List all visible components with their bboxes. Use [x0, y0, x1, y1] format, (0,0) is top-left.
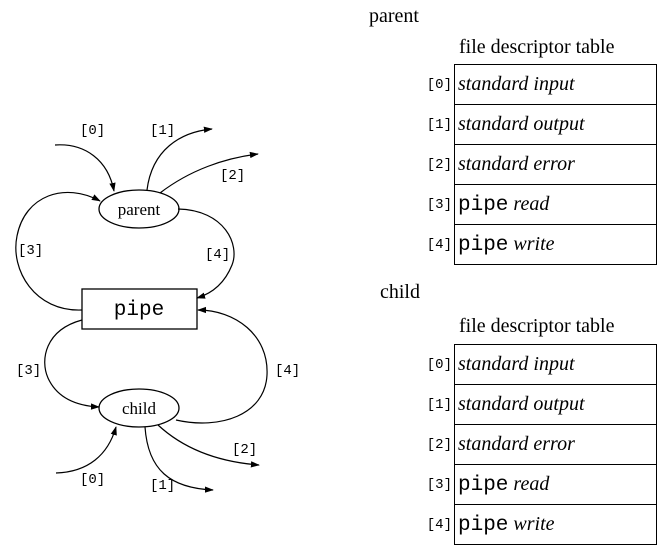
fd-entry-pipe: pipe [458, 513, 509, 537]
fd-row: [4]pipe write [422, 504, 657, 545]
child-label-0: [0] [80, 472, 105, 488]
child-title: child [380, 281, 420, 303]
fd-entry: pipe write [454, 224, 657, 265]
parent-stdout-arrow [146, 126, 213, 191]
fd-entry: standard input [454, 64, 657, 105]
child-label-1: [1] [150, 478, 175, 494]
fd-entry-text: standard output [458, 113, 585, 135]
parent-read-arrow [15, 191, 101, 311]
fd-entry-text: standard error [458, 153, 575, 175]
parent-label-0: [0] [80, 123, 105, 139]
child-fd-table: [0] standard input [1] standard output [2] st… [422, 344, 657, 545]
fd-entry: standard output [454, 104, 657, 145]
child-table-title: file descriptor table [459, 315, 615, 337]
fd-entry-text: read [513, 472, 550, 495]
fd-entry: standard input [454, 344, 657, 385]
fd-entry-text: write [513, 232, 555, 255]
fd-index: [4] [426, 236, 452, 253]
fd-index: [2] [426, 156, 452, 173]
parent-label-2: [2] [220, 168, 245, 184]
fd-row: [1] standard output [422, 104, 657, 145]
pipe-diagram: parent pipe child [0] [1] [2] [3] [4] [3… [15, 123, 300, 494]
fd-entry-text: standard output [458, 393, 585, 415]
fd-index: [1] [426, 396, 452, 413]
child-stderr-arrow [157, 424, 260, 468]
fd-row: [2] standard error [422, 424, 657, 465]
fd-row: [2] standard error [422, 144, 657, 185]
parent-table-title: file descriptor table [459, 36, 615, 58]
child-read-arrow [44, 319, 100, 410]
pipe-node-label: pipe [114, 299, 164, 322]
fd-index: [4] [426, 516, 452, 533]
fd-index: [3] [426, 476, 452, 493]
fd-row: [1] standard output [422, 384, 657, 425]
fd-index: [0] [426, 76, 452, 93]
child-label-4: [4] [275, 363, 300, 379]
parent-stdin-arrow [54, 144, 116, 192]
fd-index: [2] [426, 436, 452, 453]
parent-write-arrow [177, 208, 235, 299]
parent-stderr-arrow [159, 151, 259, 194]
child-label-2: [2] [232, 442, 257, 458]
fd-entry-pipe: pipe [458, 233, 509, 257]
fd-entry-pipe: pipe [458, 193, 509, 217]
child-node-label: child [122, 399, 156, 418]
fd-row: [4]pipe write [422, 224, 657, 265]
fd-entry-text: standard input [458, 73, 575, 95]
fd-entry-text: standard error [458, 433, 575, 455]
fd-index: [0] [426, 356, 452, 373]
fd-entry: pipe read [454, 464, 657, 505]
child-label-3: [3] [16, 363, 41, 379]
pipe-node [81, 288, 198, 330]
fd-entry-text: write [513, 512, 555, 535]
fd-row: [3]pipe read [422, 184, 657, 225]
fd-row: [0] standard input [422, 64, 657, 105]
parent-node-label: parent [118, 200, 161, 219]
fd-entry-pipe: pipe [458, 473, 509, 497]
fd-row: [3]pipe read [422, 464, 657, 505]
fd-entry: standard error [454, 144, 657, 185]
fd-index: [3] [426, 196, 452, 213]
parent-label-4: [4] [205, 247, 230, 263]
parent-label-1: [1] [150, 123, 175, 139]
fd-row: [0] standard input [422, 344, 657, 385]
fd-index: [1] [426, 116, 452, 133]
parent-label-3: [3] [18, 243, 43, 259]
child-write-arrow [175, 306, 268, 424]
fd-entry: pipe read [454, 184, 657, 225]
parent-fd-table: [0] standard input [1] standard output [2] st… [422, 64, 657, 265]
fd-entry-text: read [513, 192, 550, 215]
fd-entry: pipe write [454, 504, 657, 545]
fd-entry: standard error [454, 424, 657, 465]
child-stdout-arrow [144, 426, 214, 493]
parent-title: parent [369, 5, 419, 27]
fd-entry-text: standard input [458, 353, 575, 375]
fd-entry: standard output [454, 384, 657, 425]
child-stdin-arrow [55, 426, 117, 474]
